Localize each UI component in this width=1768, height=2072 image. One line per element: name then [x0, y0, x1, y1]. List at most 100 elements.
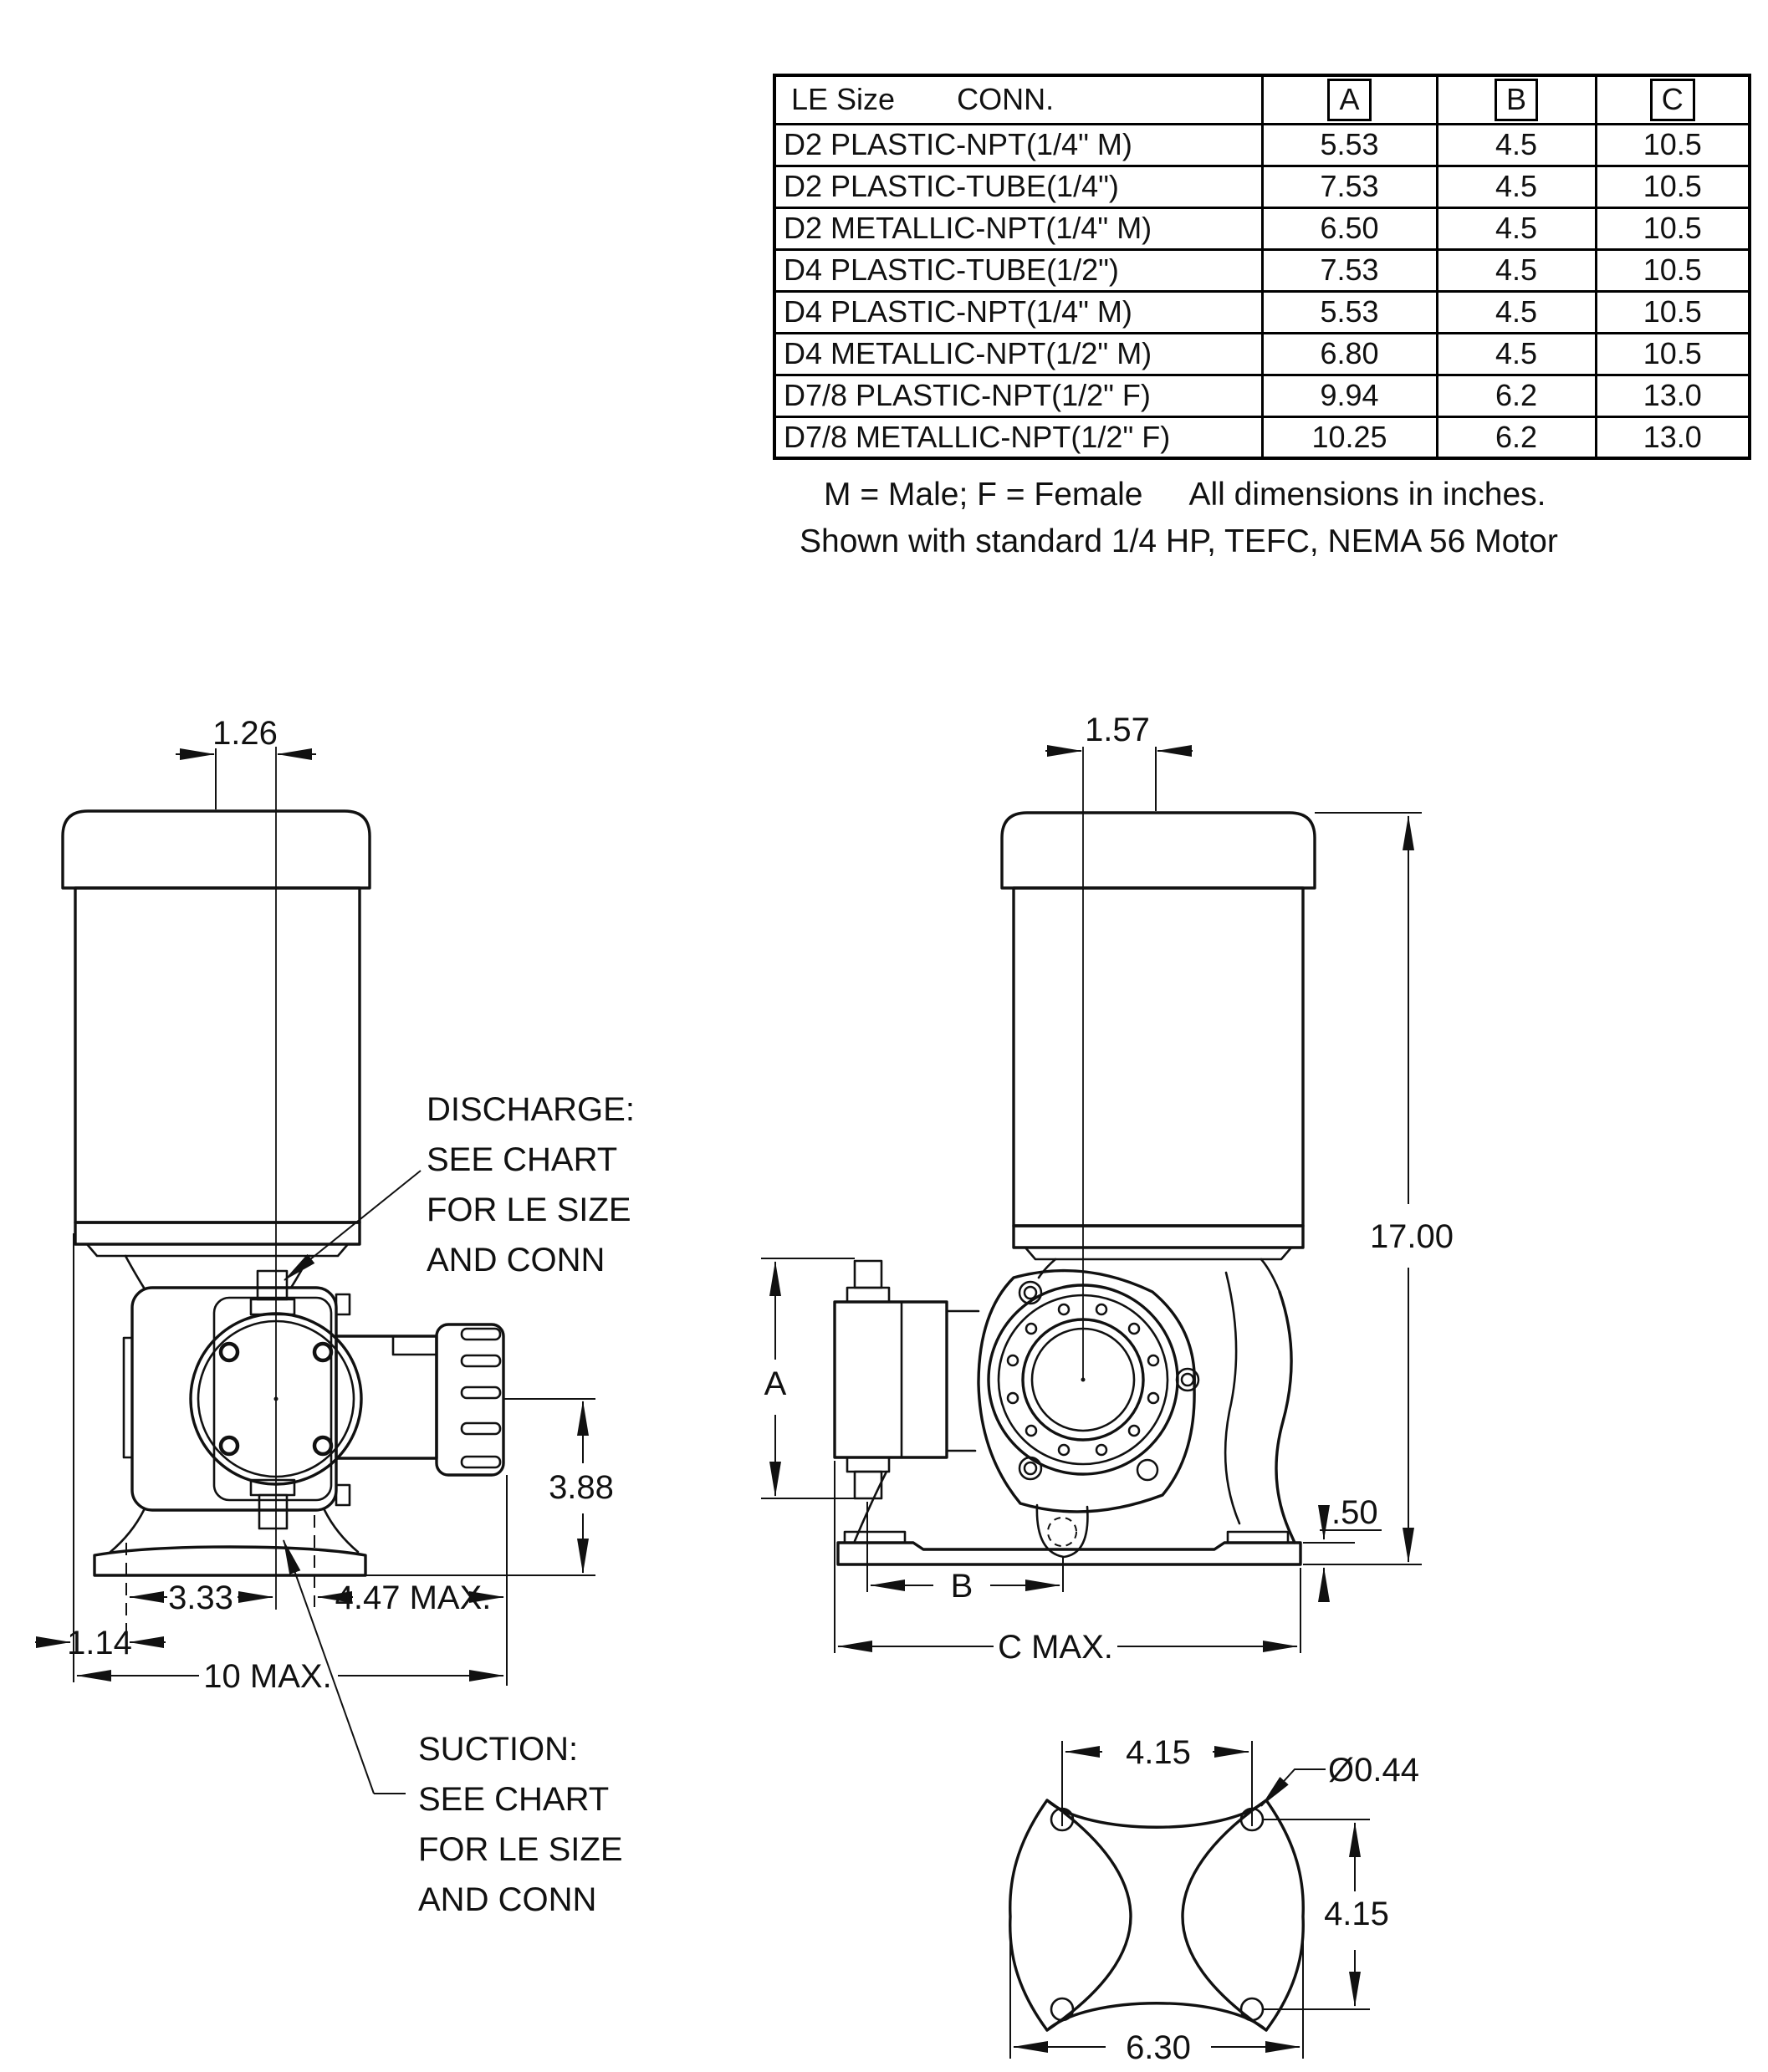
a-cell: 6.80	[1260, 331, 1438, 376]
table-row: D4 PLASTIC-NPT(1/4" M) 5.53 4.5 10.5	[773, 289, 1751, 334]
base-plate	[93, 1545, 367, 1577]
table-row: D2 PLASTIC-NPT(1/4" M) 5.53 4.5 10.5	[773, 122, 1751, 167]
suction-line-2: SEE CHART	[418, 1781, 609, 1818]
motor-skirt	[85, 1243, 350, 1258]
suction-line-3: FOR LE SIZE	[418, 1831, 623, 1868]
discharge-pipe	[256, 1269, 289, 1301]
dim-head-height: 3.88	[365, 1398, 614, 1576]
head-flange-inner	[197, 1319, 355, 1478]
head-bolt	[312, 1435, 334, 1457]
le-size-label: LE Size	[791, 82, 896, 117]
male-female-legend: M = Male; F = Female	[824, 477, 1143, 513]
discharge-line-1: DISCHARGE:	[427, 1091, 635, 1128]
head-bolt	[218, 1341, 240, 1363]
dim-hole-spacing-h: 4.15	[1061, 1734, 1253, 1826]
boxed-a-label: A	[1327, 78, 1372, 121]
liquid-end-step	[391, 1335, 438, 1356]
flange-ring-2	[997, 1294, 1169, 1466]
motor-band-side	[1012, 1224, 1305, 1249]
hole-dia-callout: Ø0.44	[1260, 1752, 1419, 1807]
a-cell: 7.53	[1260, 248, 1438, 293]
bleed-tab-bottom	[335, 1483, 351, 1507]
mounting-hole	[1050, 1997, 1075, 2022]
dim-1-14-label: 1.14	[67, 1625, 132, 1661]
motor-body-side	[1012, 886, 1305, 1227]
c-cell: 10.5	[1594, 248, 1751, 293]
a-cell: 10.25	[1260, 415, 1438, 460]
dim-10-max-label: 10 MAX.	[203, 1658, 331, 1695]
b-cell: 4.5	[1435, 331, 1597, 376]
b-cell: 4.5	[1435, 289, 1597, 334]
knob-rib	[460, 1354, 502, 1368]
motor-body	[74, 886, 361, 1224]
dim-hole-spacing-v: 4.15	[1263, 1819, 1389, 2010]
dim-motor-offset: 1.26	[176, 715, 316, 809]
dim-overall-width: 10 MAX.	[76, 1658, 504, 1695]
dim-6-30-label: 6.30	[1126, 2029, 1191, 2066]
knob-rib	[460, 1386, 502, 1400]
motor-base-band	[74, 1221, 361, 1246]
b-cell: 4.5	[1435, 248, 1597, 293]
discharge-nut	[249, 1298, 296, 1316]
c-cell: 10.5	[1594, 122, 1751, 167]
front-view: 1.26 3.88 3.33 4.47 MAX. 1.14	[35, 715, 635, 1918]
base-flares	[109, 1508, 360, 1554]
header-a: A	[1260, 74, 1438, 125]
b-cell: 6.2	[1435, 373, 1597, 418]
knob-rib	[460, 1455, 502, 1469]
c-cell: 10.5	[1594, 289, 1751, 334]
head-bolt	[218, 1435, 240, 1457]
knob-rib	[460, 1327, 502, 1341]
c-cell: 10.5	[1594, 331, 1751, 376]
b-cell: 4.5	[1435, 122, 1597, 167]
table-row: D4 PLASTIC-TUBE(1/2") 7.53 4.5 10.5	[773, 248, 1751, 293]
discharge-line-4: AND CONN	[427, 1242, 605, 1278]
header-b: B	[1435, 74, 1597, 125]
dim-50-label: .50	[1331, 1494, 1378, 1531]
motor-note: Shown with standard 1/4 HP, TEFC, NEMA 5…	[800, 523, 1558, 559]
conn-cell: D4 METALLIC-NPT(1/2" M)	[773, 331, 1264, 376]
dim-a-label: A	[764, 1365, 787, 1402]
side-center-mark	[1081, 1377, 1086, 1382]
b-cell: 6.2	[1435, 415, 1597, 460]
a-cell: 5.53	[1260, 289, 1438, 334]
conn-cell: D2 PLASTIC-NPT(1/4" M)	[773, 122, 1264, 167]
conn-cell: D7/8 METALLIC-NPT(1/2" F)	[773, 415, 1264, 460]
side-view: 1.57 17.00 A B	[761, 712, 1454, 1666]
motor-cap-side	[1000, 811, 1316, 890]
discharge-callout: DISCHARGE: SEE CHART FOR LE SIZE AND CON…	[284, 1091, 635, 1281]
a-cell: 7.53	[1260, 164, 1438, 209]
c-cell: 13.0	[1594, 415, 1751, 460]
flange-plate	[977, 1268, 1196, 1513]
table-row: D7/8 METALLIC-NPT(1/2" F) 10.25 6.2 13.0	[773, 415, 1751, 460]
mounting-ear-hole	[1047, 1517, 1077, 1547]
table-row: D7/8 PLASTIC-NPT(1/2" F) 9.94 6.2 13.0	[773, 373, 1751, 418]
motor-bell-side	[1037, 1258, 1281, 1294]
liquid-end-side	[833, 1300, 948, 1459]
mounting-ear	[1035, 1503, 1089, 1559]
mounting-hole	[1239, 1997, 1265, 2022]
dim-overall-height: 17.00	[1303, 812, 1454, 1565]
b-cell: 4.5	[1435, 164, 1597, 209]
suction-pipe	[258, 1493, 289, 1530]
dim-1-26-label: 1.26	[212, 715, 278, 752]
flange-bore	[1030, 1327, 1136, 1432]
flange-ring-3	[1021, 1318, 1145, 1442]
a-cell: 9.94	[1260, 373, 1438, 418]
dim-base-thickness: .50	[1303, 1494, 1382, 1602]
base-side	[836, 1530, 1302, 1566]
c-cell: 10.5	[1594, 206, 1751, 251]
c-cell: 10.5	[1594, 164, 1751, 209]
flange-bolt-dots	[1006, 1303, 1160, 1457]
dim-1-57-label: 1.57	[1085, 712, 1150, 748]
bottom-fitting-pipe	[853, 1470, 883, 1500]
conn-label: CONN.	[957, 82, 1055, 117]
conn-cell: D4 PLASTIC-TUBE(1/2")	[773, 248, 1264, 293]
base-lobe-right	[1181, 1799, 1305, 2032]
dim-a: A	[761, 1258, 855, 1499]
mounting-pattern-view: 4.15 Ø0.44 4.15 6.30	[1009, 1734, 1419, 2066]
